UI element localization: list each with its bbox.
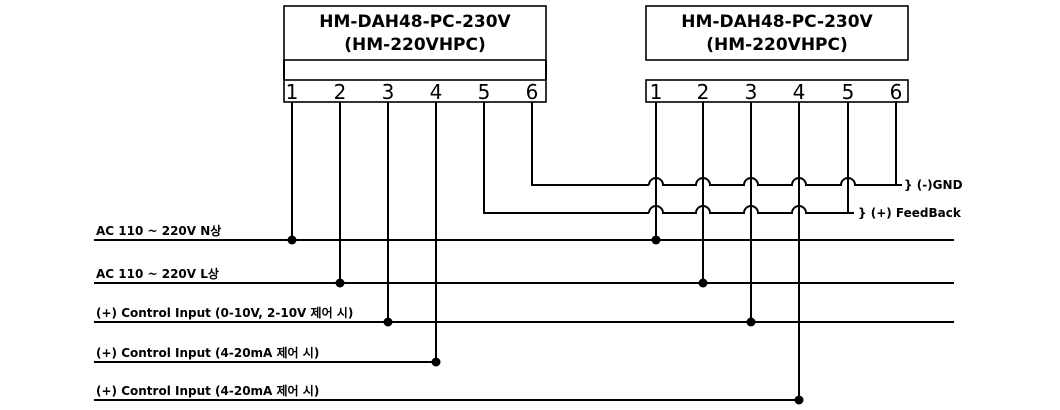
- module-1-terminal-strip: [283, 79, 547, 103]
- module-2-terminal-strip: [645, 79, 909, 103]
- module-2-body: [645, 5, 909, 61]
- bus-label-l-phase: AC 110 ~ 220V L상: [96, 266, 219, 281]
- module-2-terminal-label: 4: [793, 80, 806, 104]
- module-1-model-alt: (HM-220VHPC): [344, 35, 486, 55]
- module-2-model: HM-DAH48-PC-230V: [681, 12, 873, 32]
- junction-dot: [746, 317, 756, 327]
- wire-m1-t6-gnd: [531, 102, 649, 186]
- module-1: HM-DAH48-PC-230V (HM-220VHPC) 1 2 3 4 5 …: [283, 5, 547, 104]
- module-1-terminal-label: 5: [478, 80, 491, 104]
- bus-label-control-current-2: (+) Control Input (4-20mA 제어 시): [96, 383, 319, 398]
- module-2-wiring: [655, 102, 897, 400]
- gnd-line: [648, 177, 902, 186]
- wire-m1-t5-feedback: [483, 102, 649, 214]
- junction-dot: [794, 395, 804, 405]
- junction-dot: [335, 278, 345, 288]
- module-2-terminal-label: 5: [842, 80, 855, 104]
- module-2-terminal-label: 3: [745, 80, 758, 104]
- junction-dot: [287, 235, 297, 245]
- module-2: HM-DAH48-PC-230V (HM-220VHPC) 1 2 3 4 5 …: [645, 5, 909, 104]
- feedback-output-label: } (+) FeedBack: [858, 206, 962, 220]
- junction-dot: [383, 317, 393, 327]
- module-1-terminal-label: 3: [382, 80, 395, 104]
- module-1-model: HM-DAH48-PC-230V: [319, 12, 511, 32]
- gnd-output-label: } (-)GND: [904, 178, 963, 192]
- module-2-terminal-label: 1: [650, 80, 663, 104]
- module-2-terminal-label: 6: [890, 80, 903, 104]
- module-1-body: [283, 5, 547, 61]
- module-1-terminal-label: 1: [286, 80, 299, 104]
- feedback-line: [648, 205, 854, 214]
- junction-dot: [431, 357, 441, 367]
- bus-label-control-current-1: (+) Control Input (4-20mA 제어 시): [96, 345, 319, 360]
- module-1-terminal-label: 2: [334, 80, 347, 104]
- junctions: [287, 235, 804, 405]
- module-1-terminal-label: 6: [526, 80, 539, 104]
- junction-dot: [698, 278, 708, 288]
- bus-label-control-voltage: (+) Control Input (0-10V, 2-10V 제어 시): [96, 305, 353, 320]
- bus-label-n-phase: AC 110 ~ 220V N상: [96, 223, 221, 238]
- module-2-terminal-label: 2: [697, 80, 710, 104]
- bus-lines: [94, 239, 954, 401]
- module-2-model-alt: (HM-220VHPC): [706, 35, 848, 55]
- junction-dot: [651, 235, 661, 245]
- module-1-terminal-label: 4: [430, 80, 443, 104]
- module-1-wiring: [291, 102, 649, 362]
